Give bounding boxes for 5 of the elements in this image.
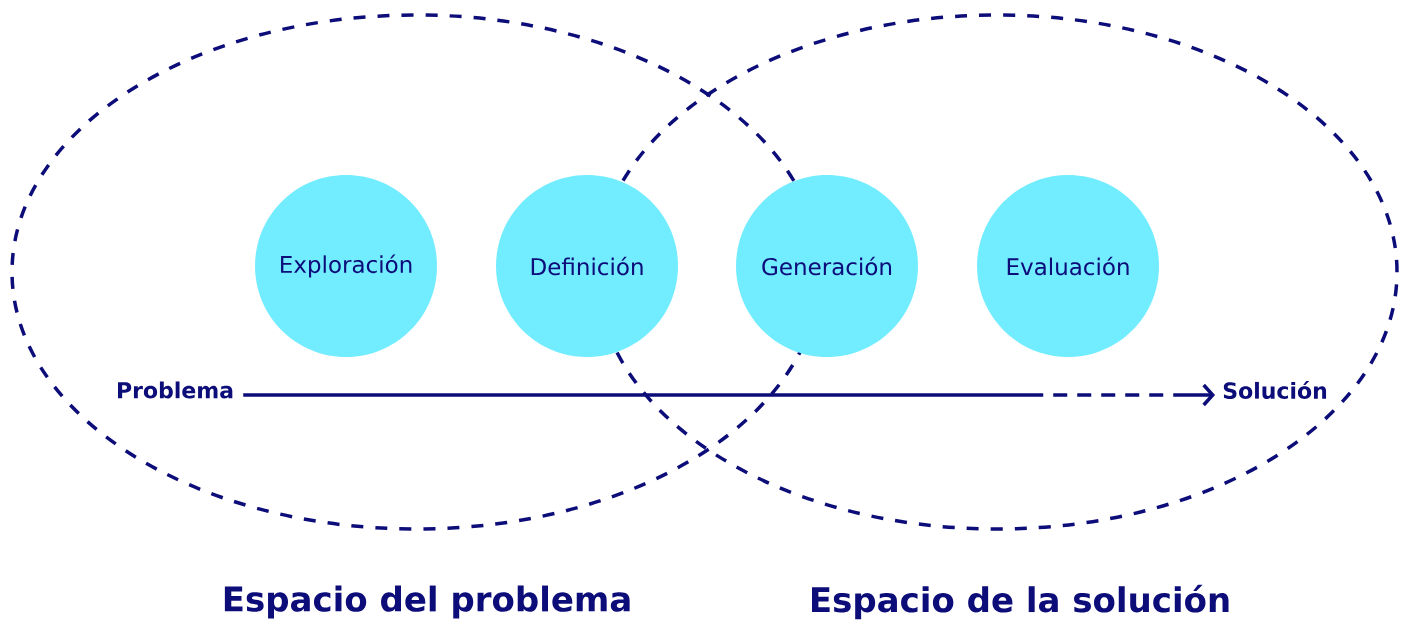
end-label: Problema bbox=[118, 381, 233, 399]
end-label: Solución bbox=[1223, 381, 1327, 399]
arrow bbox=[243, 383, 1216, 407]
space-title: Espacio del problema bbox=[224, 585, 630, 619]
space-title: Espacio de la solución bbox=[812, 584, 1229, 620]
